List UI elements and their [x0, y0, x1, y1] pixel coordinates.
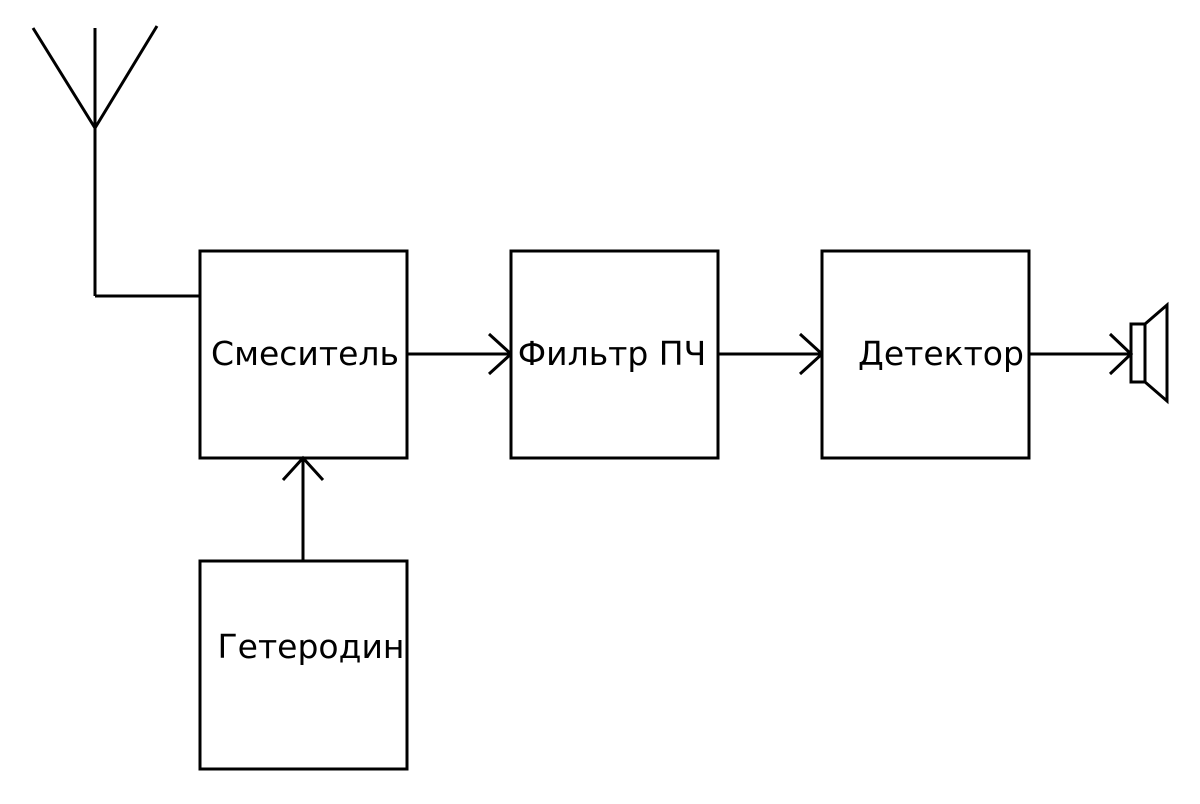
arrow-mixer-to-filter: [407, 332, 514, 376]
local-oscillator-label: Гетеродин: [218, 627, 405, 666]
arrow-oscillator-to-mixer: [281, 455, 325, 561]
mixer-block: Смеситель: [198, 249, 409, 460]
if-filter-block: Фильтр ПЧ: [509, 249, 720, 460]
detector-block: Детектор: [820, 249, 1031, 460]
mixer-label: Смеситель: [211, 334, 399, 373]
speaker-icon: [1129, 301, 1169, 405]
if-filter-label: Фильтр ПЧ: [518, 334, 707, 373]
antenna-icon: [31, 25, 200, 298]
arrow-detector-to-speaker: [1029, 332, 1134, 376]
local-oscillator-block: Гетеродин: [198, 559, 409, 771]
arrow-filter-to-detector: [718, 332, 825, 376]
detector-label: Детектор: [858, 334, 1024, 373]
